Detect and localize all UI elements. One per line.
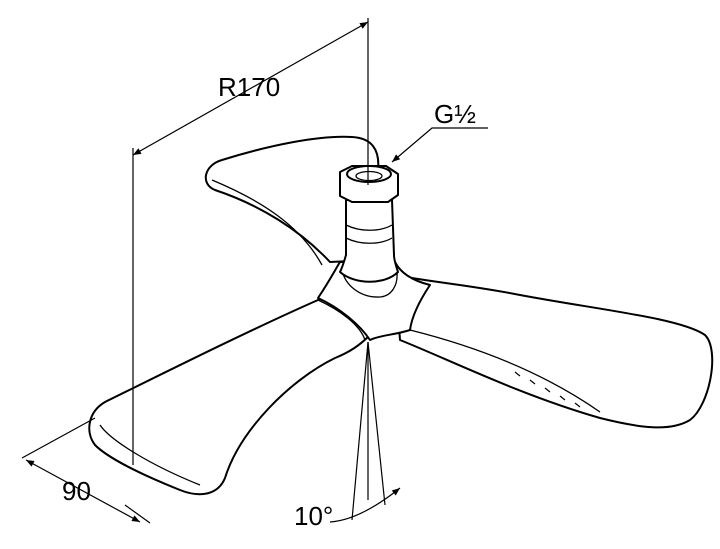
spray-nozzles bbox=[514, 371, 581, 408]
hub bbox=[317, 261, 431, 341]
thread-label: G½ bbox=[434, 99, 476, 129]
left-blade-edge bbox=[99, 424, 201, 486]
spray-angle-line-left bbox=[351, 341, 369, 521]
right-blade-edge bbox=[409, 329, 601, 413]
connector-rings bbox=[345, 224, 393, 244]
left-blade bbox=[88, 297, 371, 496]
width-extension-line-start bbox=[21, 417, 96, 459]
thread-opening bbox=[346, 165, 392, 183]
width-dimension-line bbox=[25, 459, 141, 523]
connector-body bbox=[339, 199, 399, 283]
width-label: 90 bbox=[62, 476, 91, 506]
back-left-blade-edge bbox=[211, 179, 323, 266]
hub-collar bbox=[341, 269, 398, 298]
thread-leader-line bbox=[391, 127, 488, 163]
spray-angle-line-right bbox=[367, 341, 386, 506]
left-blade-seam bbox=[317, 299, 366, 341]
spray-angle-arc bbox=[329, 487, 401, 523]
radius-dimension-line bbox=[132, 21, 369, 156]
right-blade bbox=[394, 274, 714, 429]
radius-label: R170 bbox=[218, 72, 281, 102]
thread-bore bbox=[355, 170, 383, 182]
angle-label: 10° bbox=[294, 501, 334, 531]
